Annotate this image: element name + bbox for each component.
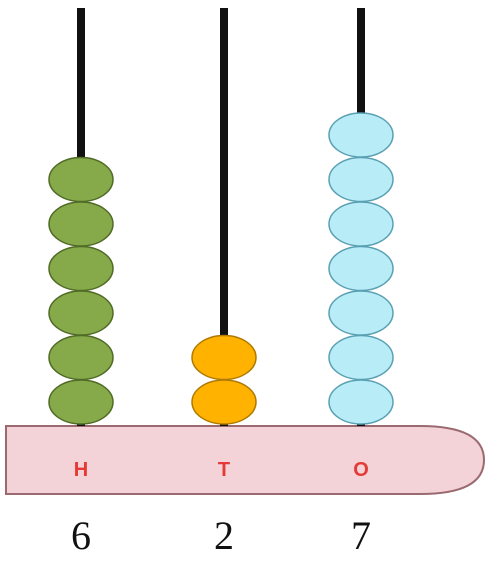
bead-ones [328,112,394,158]
digit-tens: 2 [214,513,234,558]
digit-ones: 7 [351,513,371,558]
bead-hundreds [48,156,114,203]
place-label-tens: T [218,459,230,481]
bead-ones [328,334,394,381]
bead-hundreds [48,379,114,425]
abacus-beads [48,112,394,425]
bead-ones [328,245,394,292]
bead-hundreds [48,245,114,292]
bead-ones [328,379,394,425]
bead-tens [191,334,257,381]
place-value-labels: H T O [74,459,369,481]
place-label-hundreds: H [74,459,88,481]
digit-hundreds: 6 [71,513,91,558]
bead-ones [328,201,394,247]
bead-hundreds [48,290,114,336]
bead-ones [328,156,394,203]
bead-tens [191,379,257,425]
bead-ones [328,290,394,336]
place-label-ones: O [353,459,369,481]
bead-hundreds [48,201,114,247]
bead-hundreds [48,334,114,381]
abacus-base [5,425,486,495]
